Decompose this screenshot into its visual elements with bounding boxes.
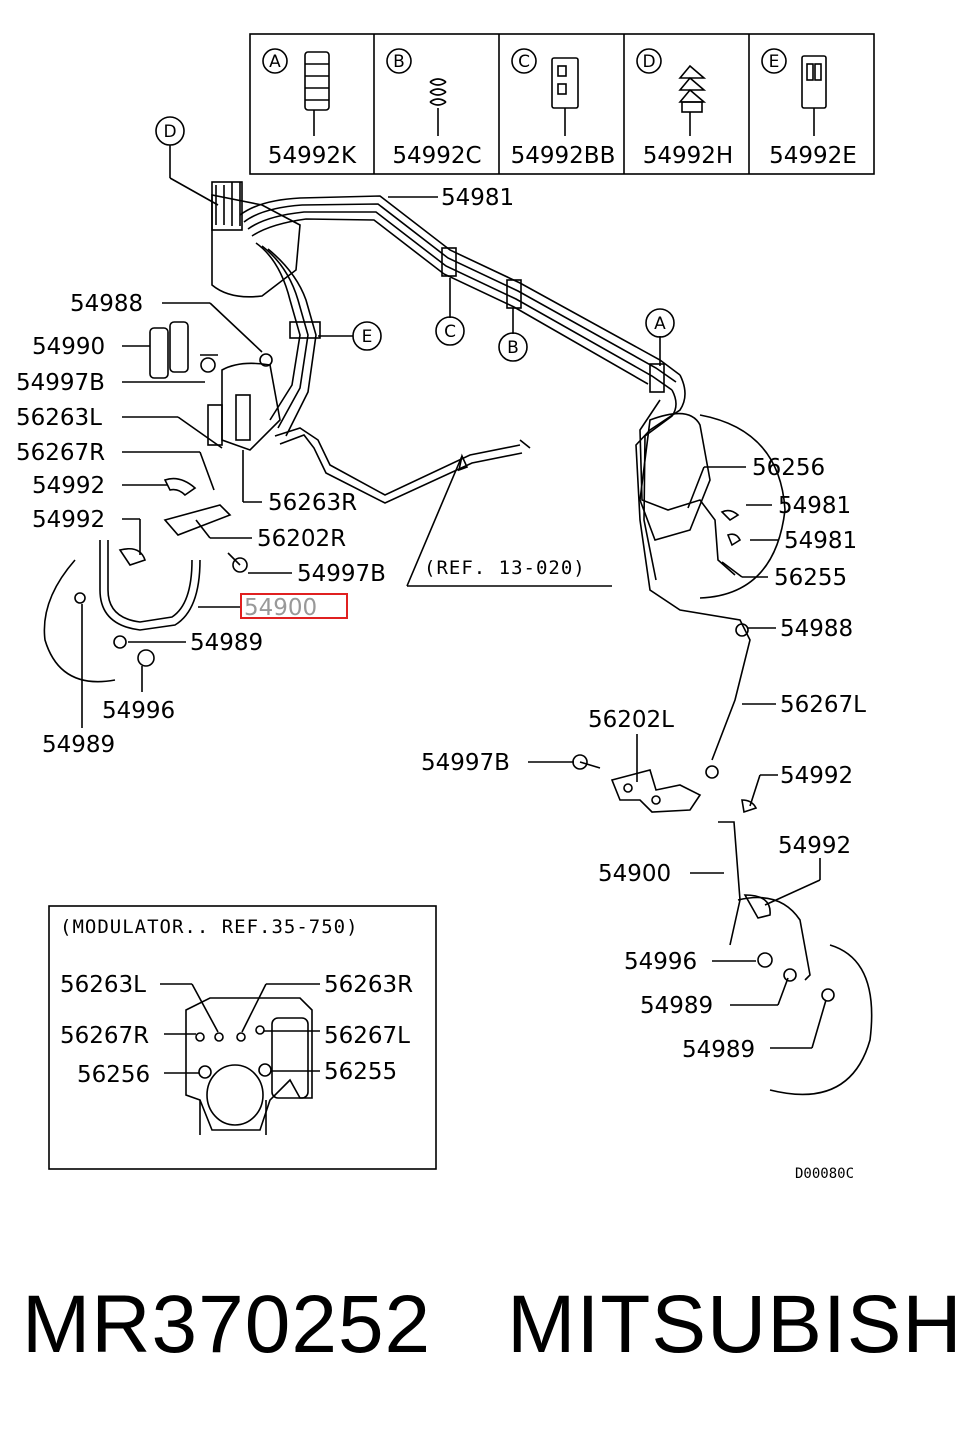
connector-letter: A — [269, 52, 281, 72]
label-54990: 54990 — [32, 334, 105, 360]
highlight-box — [240, 593, 348, 619]
label-54997b-left: 54997B — [16, 370, 105, 396]
label-54997b-right: 54997B — [421, 750, 510, 776]
label-54992-b: 54992 — [32, 507, 105, 533]
label-56256: 56256 — [752, 455, 825, 481]
connector-table: A 54992K B 54992C C — [249, 33, 875, 175]
callout-c: C — [435, 316, 465, 346]
modulator-label-56267r: 56267R — [60, 1023, 149, 1049]
proportioning-valve-drawing — [207, 353, 281, 451]
callout-a: A — [645, 308, 675, 338]
label-54981-r2: 54981 — [784, 528, 857, 554]
svg-text:B: B — [507, 338, 519, 358]
pipe-clips — [289, 247, 665, 393]
bolt-icon — [227, 552, 248, 573]
connector-part: 54992K — [268, 143, 357, 169]
clip-bb-icon — [551, 57, 579, 136]
label-54900-highlight: 54900 — [244, 595, 317, 621]
modulator-label-56263l: 56263L — [60, 972, 146, 998]
bracket-56202l-drawing — [610, 769, 702, 813]
clip-k-icon — [304, 51, 330, 136]
label-54989-a: 54989 — [190, 630, 263, 656]
diagram-code: D00080C — [795, 1166, 854, 1182]
label-56263l: 56263L — [16, 405, 102, 431]
label-54981-top: 54981 — [441, 185, 514, 211]
label-54989-r2: 54989 — [682, 1037, 755, 1063]
bolt-icon — [200, 354, 218, 373]
callout-b: B — [498, 332, 528, 362]
svg-text:C: C — [444, 322, 456, 342]
master-cylinder-drawing — [211, 181, 301, 298]
clip-e-icon — [801, 55, 827, 136]
connector-letter: B — [393, 52, 405, 72]
svg-text:D: D — [163, 122, 176, 142]
highlighted-part-54900[interactable]: 54900 — [240, 593, 348, 621]
label-54981-r1: 54981 — [778, 493, 851, 519]
callout-e: E — [352, 321, 382, 351]
callout-circle-e — [761, 48, 787, 74]
label-54996-left: 54996 — [102, 698, 175, 724]
label-54989-b: 54989 — [42, 732, 115, 758]
bolt-icon — [757, 952, 773, 968]
connector-cell-b: B 54992C — [386, 48, 482, 169]
left-hose-drawing — [43, 540, 201, 683]
connector-letter: E — [769, 52, 780, 72]
clip-c-icon — [429, 78, 447, 136]
connector-cell-a: A 54992K — [262, 48, 357, 169]
label-54992-r2: 54992 — [778, 833, 851, 859]
modulator-label-56256: 56256 — [77, 1062, 150, 1088]
label-56202l: 56202L — [588, 707, 674, 733]
connector-part: 54992BB — [511, 143, 616, 169]
label-ref-13-020: (REF. 13-020) — [424, 557, 586, 579]
label-54988-left: 54988 — [70, 291, 143, 317]
brake-line-pipes — [239, 195, 751, 761]
connector-part: 54992C — [392, 143, 481, 169]
label-56202r: 56202R — [257, 526, 346, 552]
label-56255: 56255 — [774, 565, 847, 591]
connector-cell-c: C 54992BB — [511, 48, 616, 169]
modulator-inset: (MODULATOR.. REF.35-750) 56263L 56263R 5… — [48, 905, 437, 1170]
modulator-drawing — [185, 997, 313, 1135]
label-54996-right: 54996 — [624, 949, 697, 975]
label-54992-a: 54992 — [32, 473, 105, 499]
svg-text:A: A — [654, 314, 666, 334]
modulator-title: (MODULATOR.. REF.35-750) — [60, 916, 359, 938]
modulator-label-56267l: 56267L — [324, 1023, 410, 1049]
bracket-56202r-drawing — [163, 477, 232, 536]
svg-text:E: E — [362, 327, 373, 347]
right-valve-drawing — [639, 412, 786, 637]
callout-circle-a — [262, 48, 288, 74]
label-56267r: 56267R — [16, 440, 105, 466]
callout-circle-b — [386, 48, 412, 74]
connector-cell-e: E 54992E — [761, 48, 857, 169]
clip-h-icon — [678, 64, 707, 136]
modulator-label-56263r: 56263R — [324, 972, 413, 998]
leader-lines — [81, 145, 827, 1049]
connector-letter: C — [518, 52, 530, 72]
callout-circle-d — [636, 48, 662, 74]
label-54988-right: 54988 — [780, 616, 853, 642]
clip-54990-icon — [149, 321, 189, 379]
connector-part: 54992H — [643, 143, 733, 169]
label-54997b-mid: 54997B — [297, 561, 386, 587]
modulator-label-56255: 56255 — [324, 1059, 397, 1085]
connector-letter: D — [642, 52, 655, 72]
part-number: MR370252 — [22, 1279, 432, 1370]
callout-d: D — [155, 116, 185, 146]
label-54989-r1: 54989 — [640, 993, 713, 1019]
connector-part: 54992E — [769, 143, 857, 169]
right-hose-drawing — [705, 765, 873, 1096]
label-54992-r1: 54992 — [780, 763, 853, 789]
label-56263r: 56263R — [268, 490, 357, 516]
brand-name: MITSUBISHI — [507, 1279, 960, 1370]
bolt-icon — [572, 754, 601, 770]
label-56267l: 56267L — [780, 692, 866, 718]
callout-circle-c — [511, 48, 537, 74]
label-54900-right: 54900 — [598, 861, 671, 887]
footer-caption: MR370252 MITSUBISHI — [22, 1278, 960, 1372]
connector-cell-d: D 54992H — [636, 48, 733, 169]
